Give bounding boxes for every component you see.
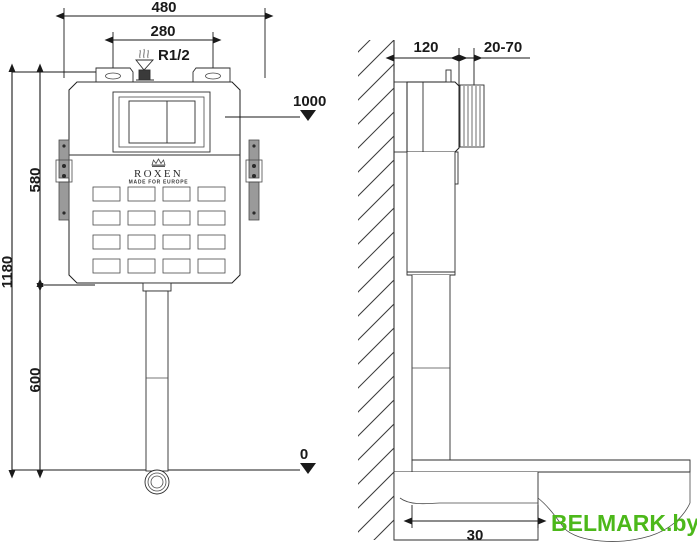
callout-label-r12: R1/2 xyxy=(158,47,190,64)
wall-hatching xyxy=(358,40,395,540)
crown-icon xyxy=(151,158,166,167)
brand-mark: ROXEN MADE FOR EUROPE xyxy=(129,158,189,186)
outlet-arm-side xyxy=(394,459,691,473)
access-pad-grid xyxy=(92,186,226,274)
cistern-lower-side xyxy=(406,152,456,276)
outlet-pipe-side xyxy=(411,275,451,461)
dim-30 xyxy=(403,505,547,528)
water-inlet-icon xyxy=(135,48,155,81)
datum-marker-0 xyxy=(300,463,316,474)
flush-plate-side xyxy=(459,84,485,148)
flush-plate-recess xyxy=(112,91,211,153)
mounting-rail-right xyxy=(245,139,263,221)
dim-label-20-70: 20-70 xyxy=(484,39,522,56)
brand-tagline: MADE FOR EUROPE xyxy=(129,180,189,186)
callout-label-1000: 1000 xyxy=(293,93,326,110)
brand-name: ROXEN xyxy=(134,168,183,180)
dim-label-580: 580 xyxy=(27,167,44,192)
dim-label-30: 30 xyxy=(467,527,484,544)
dim-label-280: 280 xyxy=(150,23,175,40)
watermark-belmark: BELMARK.by xyxy=(551,510,697,536)
outlet-pipe xyxy=(142,282,172,495)
mounting-tab-right xyxy=(192,67,231,83)
dim-label-120: 120 xyxy=(413,39,438,56)
mounting-rail-left xyxy=(55,139,73,221)
callout-label-0: 0 xyxy=(300,446,308,463)
dim-20-70 xyxy=(450,48,530,90)
datum-marker-1000 xyxy=(300,110,316,121)
dim-label-480: 480 xyxy=(151,0,176,16)
dim-480-extension-lines xyxy=(63,8,266,78)
mounting-tab-left xyxy=(95,67,134,83)
front-elevation-group: ROXEN MADE FOR EUROPE xyxy=(0,0,326,495)
dim-label-1180: 1180 xyxy=(0,256,16,289)
dim-label-600: 600 xyxy=(27,367,44,392)
cistern-body-side xyxy=(394,69,460,153)
side-section-group: 120 20-70 xyxy=(358,39,697,544)
